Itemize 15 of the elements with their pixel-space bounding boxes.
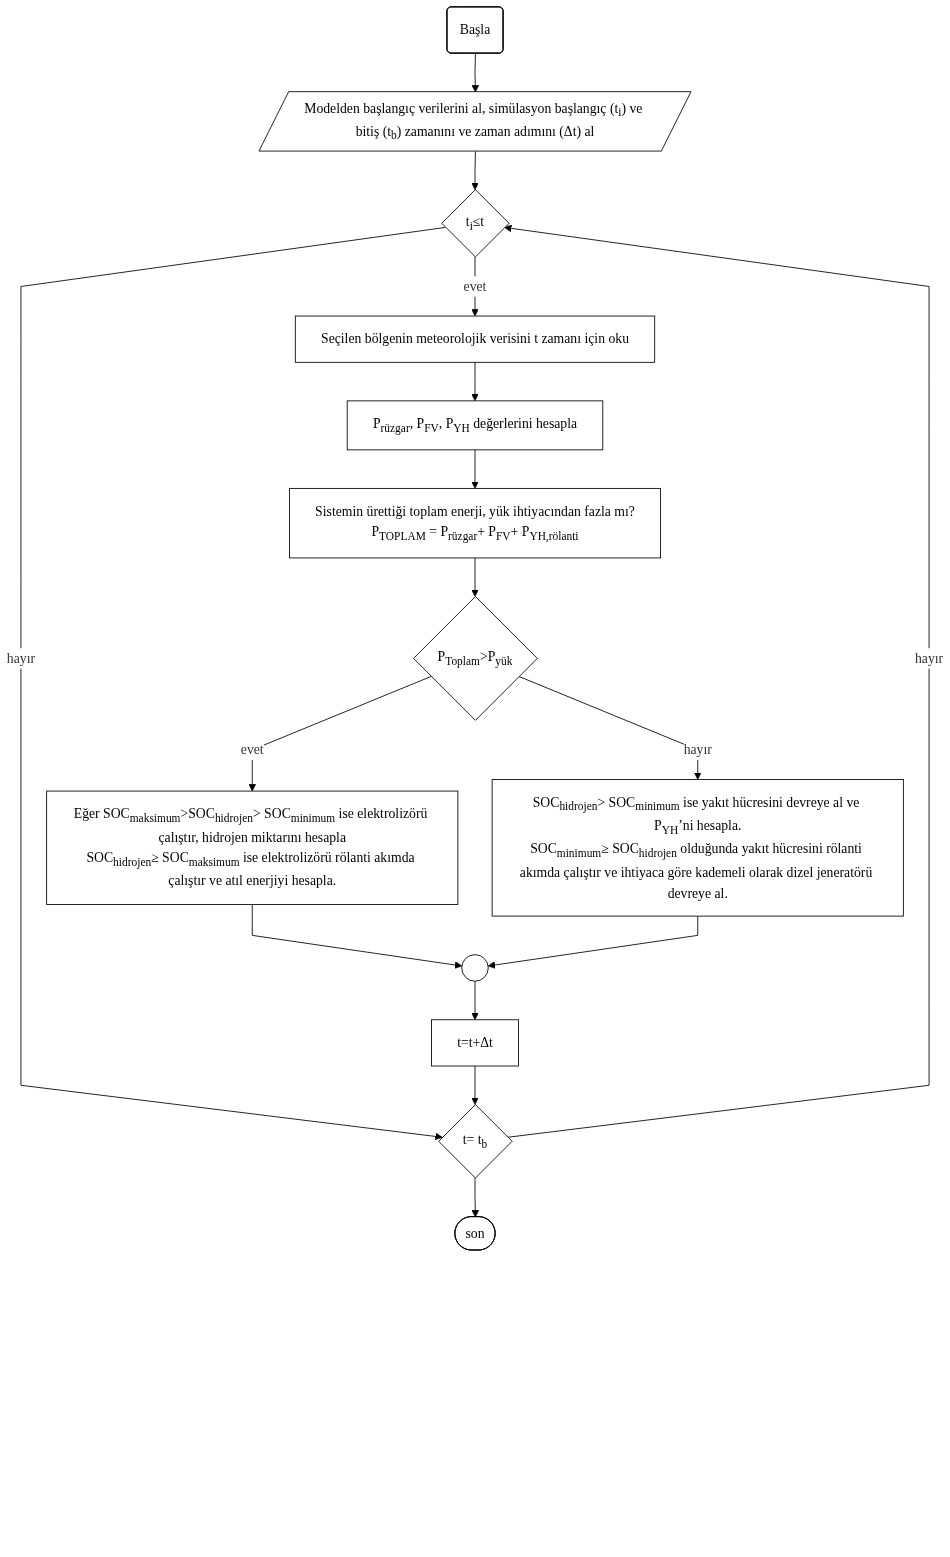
node-diamond: t= t$_{b}$ [438, 1104, 513, 1179]
node-diamond: P$_{Toplam}$>P$_{yük}$ [413, 596, 538, 721]
node-box: SOC$_{hidrojen}$> SOC$_{minimum}$ ise yakıt hücresini devreye al ve P$_{YH}$’ni hesapla. SOC$_{minimum}$≥ SOC$_{hidrojen}$ olduğunda yakıt hücresini rölanti akımda çalıştır ve ihtiyaca göre kademeli olarak dizel jeneratörü devreye al. [491, 779, 904, 917]
edge-label: evet [240, 742, 264, 757]
edge-label: hayır [914, 650, 944, 666]
node-circle [461, 954, 489, 982]
node-box: t=t+Δt [431, 1019, 519, 1067]
node-box: P$_{rüzgar}$, P$_{FV}$, P$_{YH}$ değerlerini hesapla [346, 400, 604, 451]
node-box: Eğer SOC$_{maksimum}$>SOC$_{hidrojen}$> SOC$_{minimum}$ ise elektrolizörü çalıştır, hidrojen miktarını hesapla SOC$_{hidrojen}$≥ SOC$_{maksimum}$ ise elektrolizörü rölanti akımda çalıştır ve atıl enerjiyi hesapla. [46, 790, 459, 905]
edge-label: evet [463, 278, 487, 294]
node-box: Seçilen bölgenin meteorolojik verisini t zamanı için oku [294, 315, 656, 363]
edge-label: hayır [6, 650, 36, 666]
edge-label: hayır [683, 742, 712, 757]
node-diamond: t$_{i}$≤t [441, 189, 510, 258]
node-box: Sistemin ürettiği toplam enerji, yük ihtiyacından fazla mı? P$_{TOPLAM}$ = P$_{rüzgar}$+ P$_{FV}$+ P$_{YH,rölanti}$ [289, 487, 661, 559]
